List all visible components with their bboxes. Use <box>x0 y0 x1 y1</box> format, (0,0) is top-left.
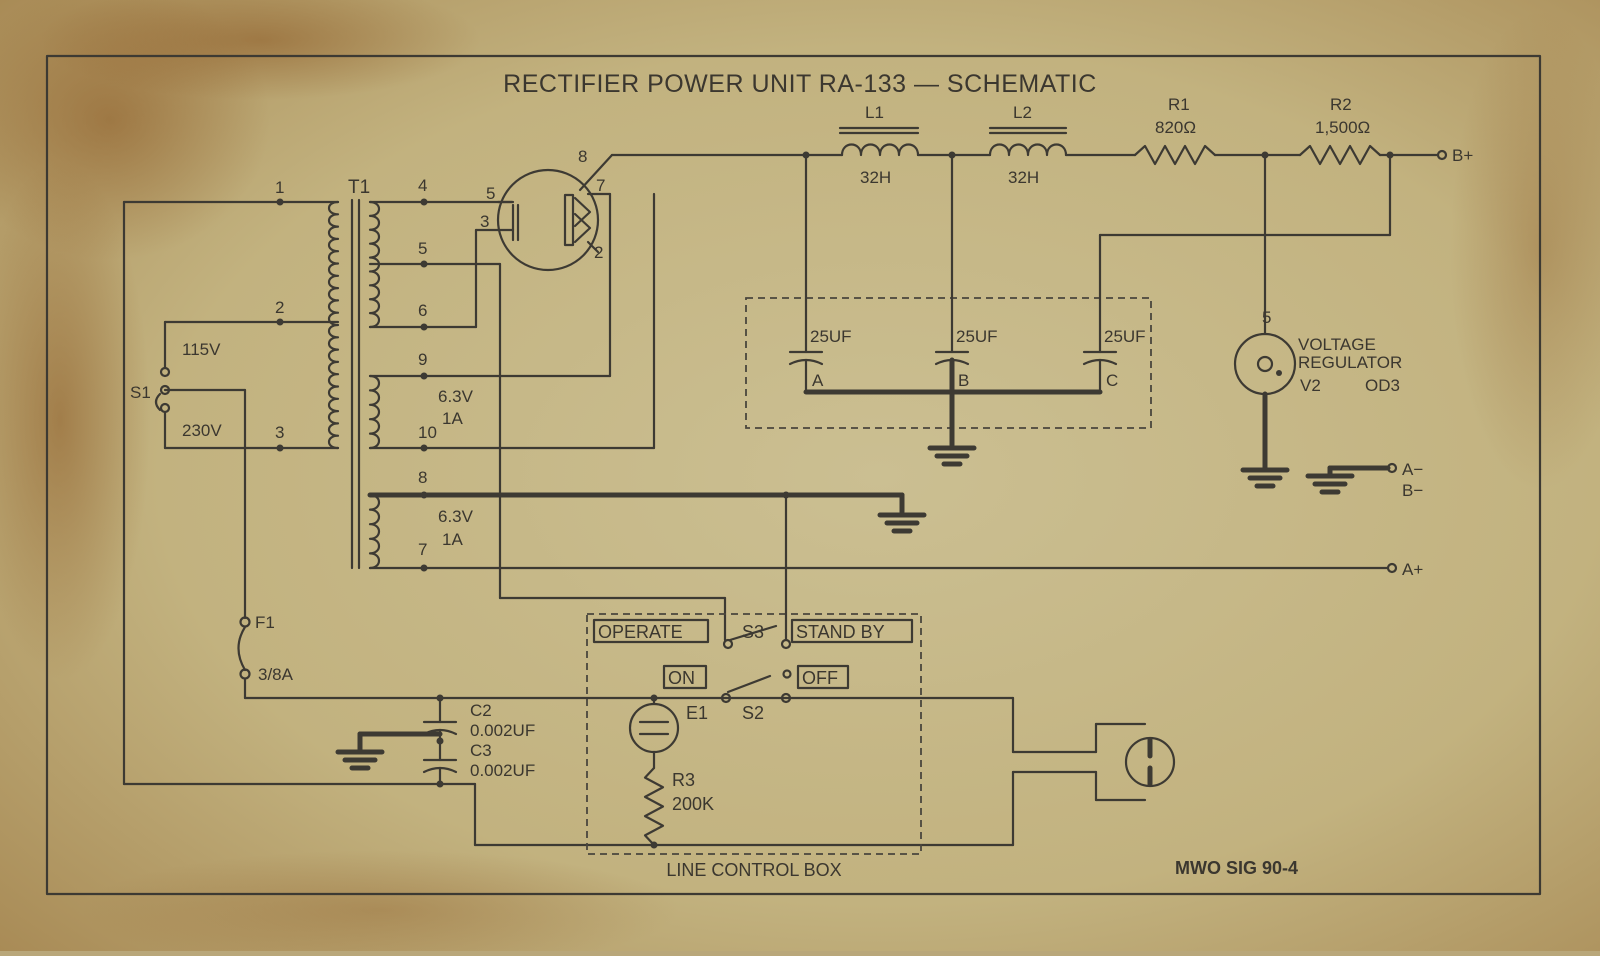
pin-4-label: 4 <box>418 176 427 195</box>
tube-pin-5: 5 <box>486 184 495 203</box>
pin-6-label: 6 <box>418 301 427 320</box>
s1-115v: 115V <box>182 340 221 359</box>
operate-label: OPERATE <box>598 622 683 642</box>
winding-b-voltage: 6.3V <box>438 507 474 526</box>
b-minus-label: B− <box>1402 481 1423 500</box>
capacitor-can-outline <box>745 297 1152 429</box>
cap-a-tag: A <box>812 371 824 390</box>
pin-1-label: 1 <box>275 178 284 197</box>
primary-wiring <box>122 198 442 786</box>
c2-value: 0.002UF <box>470 721 535 740</box>
r2-value: 1,500Ω <box>1315 118 1370 137</box>
cap-b-tag: B <box>958 371 969 390</box>
winding-a-voltage: 6.3V <box>438 387 474 406</box>
capacitor-bank <box>745 153 1392 467</box>
inductor-l1 <box>840 143 920 157</box>
fuse-f1: F1 3/8A <box>237 613 294 684</box>
filter-chain <box>610 126 1448 166</box>
pin-5-label: 5 <box>418 239 427 258</box>
c2-label: C2 <box>470 701 492 720</box>
l2-label: L2 <box>1013 103 1032 122</box>
inductor-l2 <box>988 143 1068 157</box>
resistor-r1 <box>1133 144 1217 166</box>
a-minus-label: A− <box>1402 460 1423 479</box>
pin-3-label: 3 <box>275 423 284 442</box>
winding-b-current: 1A <box>442 530 463 549</box>
pin-8-label: 8 <box>418 468 427 487</box>
filament-secondary-coil-2 <box>368 493 381 570</box>
r3-value: 200K <box>672 794 714 814</box>
control-box-caption: LINE CONTROL BOX <box>666 860 841 880</box>
filament-secondary-coil-1 <box>368 374 381 450</box>
operate-label-box <box>592 618 710 644</box>
pin-9-label: 9 <box>418 350 427 369</box>
l2-value: 32H <box>1008 168 1039 187</box>
mwo-label: MWO SIG 90-4 <box>1175 858 1298 878</box>
stain-right <box>1450 10 1600 490</box>
winding-a-current: 1A <box>442 409 463 428</box>
standby-label-box <box>790 618 914 644</box>
off-label: OFF <box>802 668 838 688</box>
cap-b-value: 25UF <box>956 327 998 346</box>
on-label: ON <box>668 668 695 688</box>
regulator-pin: 5 <box>1262 308 1271 327</box>
s1-230v: 230V <box>182 421 222 440</box>
stain-left <box>0 160 150 680</box>
switch-s1: S1 115V 230V <box>130 340 222 440</box>
secondary-wiring <box>367 192 1390 642</box>
standby-label: STAND BY <box>796 622 885 642</box>
rectifier-tube: 8 5 7 3 2 <box>480 147 614 272</box>
outer-frame <box>45 54 1542 896</box>
f1-label: F1 <box>255 613 275 632</box>
ground-terminals: A− B− <box>1305 460 1423 500</box>
c3-value: 0.002UF <box>470 761 535 780</box>
f1-rating: 3/8A <box>258 665 294 684</box>
cap-a-value: 25UF <box>810 327 852 346</box>
stain-bottom <box>80 850 680 956</box>
b-plus-label: B+ <box>1452 146 1473 165</box>
e1-label: E1 <box>686 703 708 723</box>
regulator-line1: VOLTAGE <box>1298 335 1376 354</box>
cap-c-tag: C <box>1106 371 1118 390</box>
l1-value: 32H <box>860 168 891 187</box>
b-plus-terminal <box>1436 149 1448 161</box>
pin-10-label: 10 <box>418 423 437 442</box>
resistor-r3 <box>643 766 665 847</box>
tube-pin-7: 7 <box>596 176 605 195</box>
r3-label: R3 <box>672 770 695 790</box>
pin-2-label: 2 <box>275 298 284 317</box>
regulator-type: OD3 <box>1365 376 1400 395</box>
resistor-r2 <box>1298 144 1382 166</box>
tube-pin-8: 8 <box>578 147 587 166</box>
r1-value: 820Ω <box>1155 118 1196 137</box>
voltage-regulator-v2: 5 VOLTAGE REGULATOR V2 OD3 <box>1233 153 1402 489</box>
off-label-box <box>796 664 850 690</box>
transformer-t1: T1 <box>327 177 381 570</box>
c3-label: C3 <box>470 741 492 760</box>
a-plus-terminal <box>1386 562 1398 574</box>
filament-ground <box>877 492 927 534</box>
cap-c-value: 25UF <box>1104 327 1146 346</box>
r2-label: R2 <box>1330 95 1352 114</box>
on-label-box <box>662 664 708 690</box>
tube-pin-2: 2 <box>594 243 603 262</box>
regulator-v: V2 <box>1300 376 1321 395</box>
r1-label: R1 <box>1168 95 1190 114</box>
t1-label: T1 <box>348 177 370 198</box>
a-plus-label: A+ <box>1402 560 1423 579</box>
primary-coil <box>327 200 340 450</box>
s1-label: S1 <box>130 383 151 402</box>
line-control-box: OPERATE STAND BY S3 ON OFF S2 E1 R3 200K… <box>586 493 922 880</box>
l1-label: L1 <box>865 103 884 122</box>
line-filter: C2 0.002UF C3 0.002UF <box>122 694 1015 847</box>
pin-7-label: 7 <box>418 540 427 559</box>
regulator-line2: REGULATOR <box>1298 353 1402 372</box>
s2-label: S2 <box>742 703 764 723</box>
tube-pin-3: 3 <box>480 212 489 231</box>
stain-top <box>40 0 480 100</box>
schematic-title: RECTIFIER POWER UNIT RA-133 — SCHEMATIC <box>503 70 1097 98</box>
line-plug <box>1011 696 1176 847</box>
